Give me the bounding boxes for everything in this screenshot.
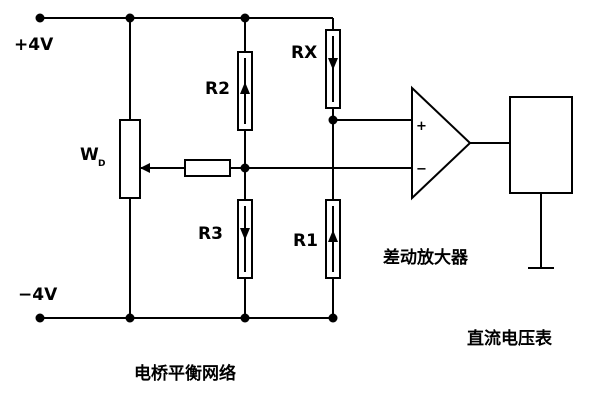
r2-arrow-icon [240, 58, 250, 124]
voltmeter-caption: 直流电压表 [467, 328, 553, 349]
pot-label-sub: D [98, 159, 105, 169]
wiper-arrow-icon [140, 163, 150, 173]
rx-arrow-icon [328, 36, 338, 102]
differential-amplifier [411, 85, 472, 201]
potentiometer-body [119, 119, 141, 199]
negative-supply-label: −4V [18, 285, 58, 305]
r3-label: R3 [198, 224, 223, 244]
r3-arrow-icon [240, 206, 250, 272]
r2-label: R2 [205, 79, 230, 99]
rx-label: RX [291, 43, 317, 63]
amplifier-caption: 差动放大器 [383, 247, 469, 268]
r1-label: R1 [293, 231, 318, 251]
r1-arrow-icon [328, 206, 338, 272]
junction-dots [35, 13, 338, 323]
dc-voltmeter [509, 96, 573, 194]
amp-minus-label: − [416, 162, 427, 177]
amp-plus-label: + [416, 119, 427, 134]
positive-supply-label: +4V [14, 35, 54, 55]
pot-label: W [80, 145, 99, 165]
bridge-caption: 电桥平衡网络 [134, 363, 236, 384]
wiper-resistor [184, 159, 231, 177]
